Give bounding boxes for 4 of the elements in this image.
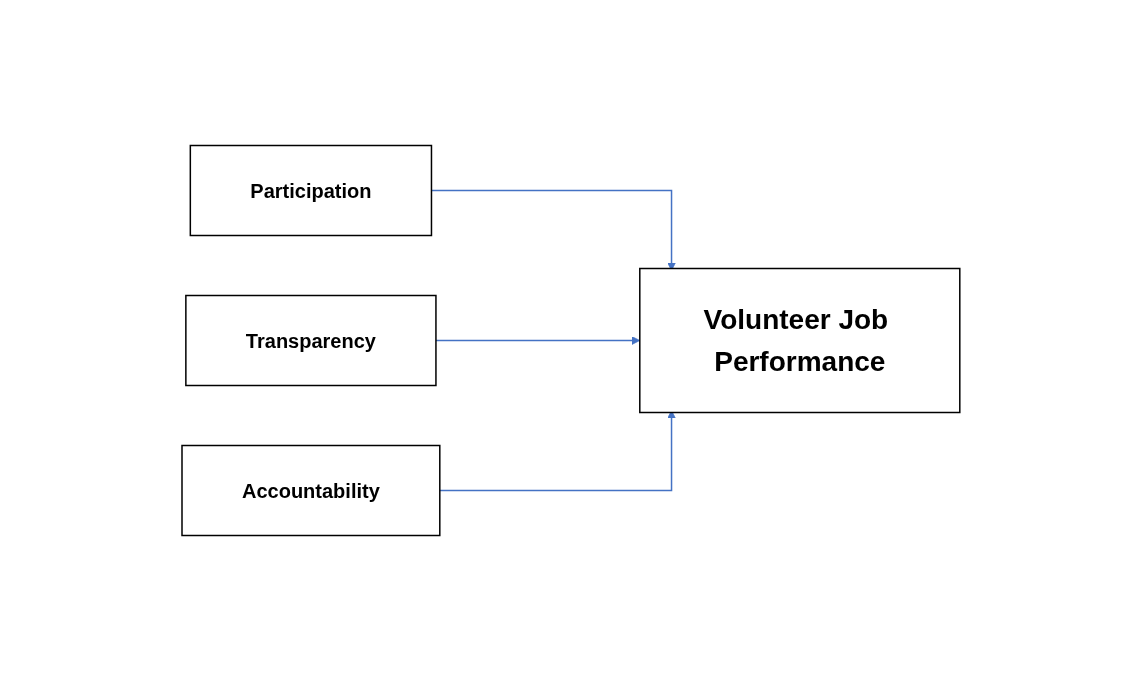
node-box: Transparency xyxy=(184,294,437,387)
node-box: Accountability xyxy=(180,444,441,537)
node-box: Participation xyxy=(189,144,432,237)
node-box: Volunteer Job Performance xyxy=(638,267,961,414)
